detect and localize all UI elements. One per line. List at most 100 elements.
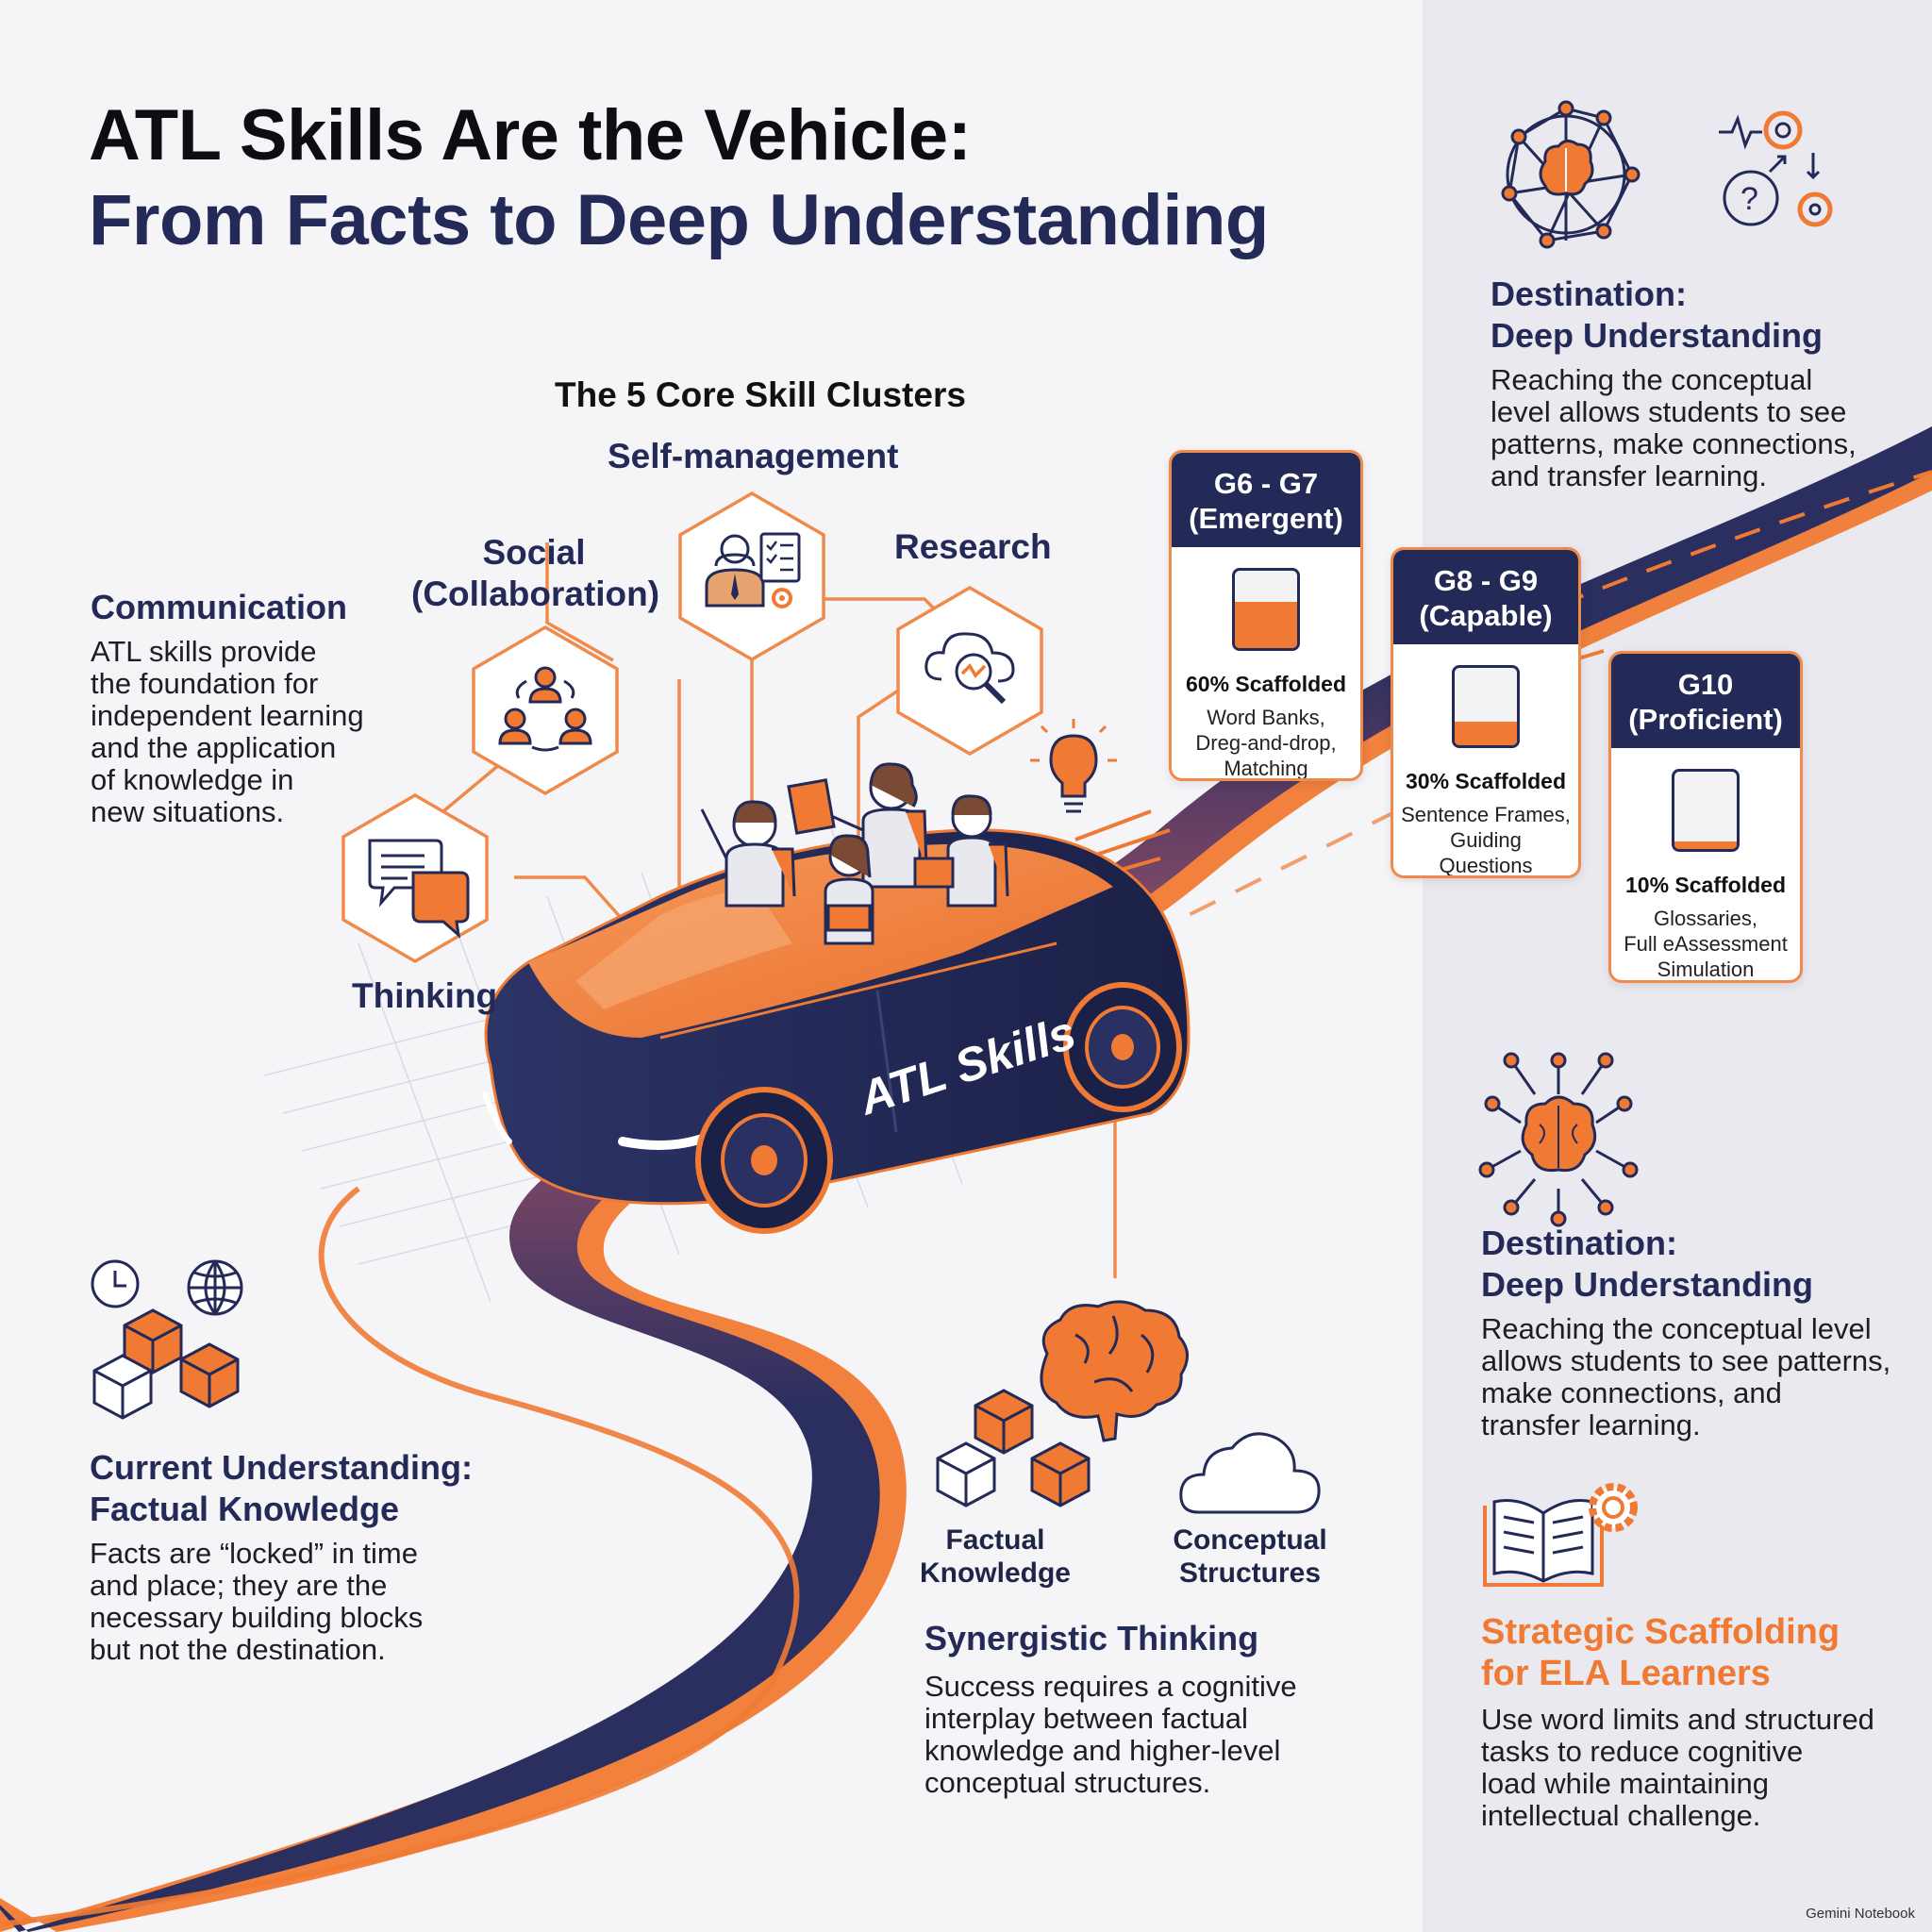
- grade-card-g8-g9: G8 - G9 (Capable) 30% Scaffolded Sentenc…: [1391, 547, 1581, 878]
- current-understanding-section: Current Understanding: Factual Knowledge…: [90, 1447, 505, 1666]
- communication-section: Communication ATL skills provide the fou…: [91, 587, 402, 828]
- student-2: [787, 762, 928, 889]
- grade-card-header: G8 - G9 (Capable): [1393, 550, 1578, 644]
- book-gear-icon: [1483, 1483, 1638, 1587]
- destination-top-body-line: level allows students to see: [1491, 395, 1847, 428]
- grade-card-description-line: Word Banks,: [1207, 706, 1325, 729]
- grade-card-level: (Proficient): [1628, 703, 1783, 736]
- current-understanding-body-line: and place; they are the: [90, 1569, 388, 1602]
- conceptual-structures-label-line2: Structures: [1178, 1557, 1322, 1589]
- grade-card-grade: G8 - G9: [1433, 564, 1539, 597]
- strategic-scaffolding-body-line: intellectual challenge.: [1481, 1799, 1761, 1832]
- strategic-scaffolding-body-line: tasks to reduce cognitive: [1481, 1735, 1804, 1768]
- gear-question-icon: ?: [1719, 110, 1833, 227]
- synergistic-thinking-section: Synergistic Thinking Success requires a …: [924, 1618, 1330, 1799]
- grade-card-description-line: Questions: [1439, 854, 1533, 877]
- communication-body-line: the foundation for: [91, 667, 319, 700]
- synergistic-thinking-body-line: Success requires a cognitive: [924, 1670, 1297, 1703]
- grade-card-scaffold-percent: 60% Scaffolded: [1186, 672, 1346, 696]
- grade-card-description: Sentence Frames, Guiding Questions: [1393, 802, 1578, 877]
- grade-card-description: Glossaries, Full eAssessment Simulation: [1611, 906, 1800, 981]
- cluster-label-social-line2: (Collaboration): [411, 575, 660, 613]
- current-understanding-heading-line1: Current Understanding:: [90, 1448, 474, 1487]
- cluster-label-social-line1: Social: [482, 533, 586, 572]
- grade-card-header: G10 (Proficient): [1611, 654, 1800, 748]
- cubes-icon: [936, 1389, 1091, 1507]
- grade-card-description-line: Dreg-and-drop,: [1195, 731, 1337, 755]
- strategic-scaffolding-body: Use word limits and structured tasks to …: [1481, 1704, 1915, 1832]
- grade-card-scaffold-percent: 10% Scaffolded: [1625, 873, 1786, 897]
- car: ATL Skills: [482, 762, 1191, 1234]
- footer-brand: Gemini Notebook: [1806, 1906, 1915, 1922]
- destination-bottom-body-line: Reaching the conceptual level: [1481, 1312, 1872, 1345]
- communication-heading: Communication: [91, 588, 348, 626]
- destination-top-body-line: Reaching the conceptual: [1491, 363, 1813, 396]
- clock-globe-blocks-icon: [91, 1259, 243, 1420]
- factual-knowledge-label-line2: Knowledge: [919, 1557, 1071, 1589]
- car-wheel-front: [695, 1087, 833, 1234]
- scaffold-level-gauge: [1232, 568, 1300, 651]
- hexagon-social: [472, 625, 619, 796]
- scaffold-level-gauge: [1452, 665, 1520, 748]
- current-understanding-heading-line2: Factual Knowledge: [90, 1490, 400, 1528]
- grade-card-description-line: Sentence Frames,: [1401, 803, 1571, 826]
- page-title-line1: ATL Skills Are the Vehicle:: [89, 95, 972, 175]
- communication-body-line: ATL skills provide: [91, 635, 317, 668]
- destination-top-heading-line1: Destination:: [1491, 275, 1688, 313]
- synergistic-thinking-heading: Synergistic Thinking: [924, 1619, 1259, 1657]
- scaffold-level-fill: [1235, 601, 1297, 648]
- strategic-scaffolding-heading-line1: Strategic Scaffolding: [1481, 1612, 1840, 1652]
- cloud-icon: [1179, 1432, 1321, 1514]
- strategic-scaffolding-section: Strategic Scaffolding for ELA Learners U…: [1481, 1611, 1915, 1832]
- destination-bottom-body-line: make connections, and: [1481, 1376, 1782, 1409]
- clusters-heading: The 5 Core Skill Clusters: [555, 375, 966, 414]
- destination-top-body-line: and transfer learning.: [1491, 459, 1767, 492]
- synergistic-thinking-body-line: interplay between factual: [924, 1702, 1248, 1735]
- current-understanding-body-line: but not the destination.: [90, 1633, 386, 1666]
- thinking-chat-icon: [368, 839, 470, 939]
- grade-card-scaffold-percent: 30% Scaffolded: [1406, 769, 1566, 793]
- svg-text:?: ?: [1740, 181, 1758, 217]
- cluster-label-social: Social (Collaboration): [411, 532, 660, 615]
- scaffold-level-gauge: [1672, 769, 1740, 852]
- brain-icon: [1040, 1300, 1189, 1442]
- research-icon: [924, 632, 1015, 705]
- factual-knowledge-label: Factual Knowledge: [906, 1524, 1085, 1590]
- synergistic-thinking-body: Success requires a cognitive interplay b…: [924, 1671, 1330, 1799]
- grade-card-description-line: Simulation: [1657, 958, 1755, 981]
- destination-top-body: Reaching the conceptual level allows stu…: [1491, 364, 1906, 492]
- destination-top-body-line: patterns, make connections,: [1491, 427, 1857, 460]
- social-collaboration-icon: [498, 666, 592, 752]
- grade-card-g10: G10 (Proficient) 10% Scaffolded Glossari…: [1608, 651, 1803, 983]
- communication-body-line: new situations.: [91, 795, 285, 828]
- strategic-scaffolding-body-line: Use word limits and structured: [1481, 1703, 1874, 1736]
- brain-network-icon-2: [1478, 1052, 1639, 1227]
- self-management-icon: [705, 532, 801, 608]
- cluster-label-self-management: Self-management: [608, 437, 899, 475]
- conceptual-structures-label: Conceptual Structures: [1156, 1524, 1344, 1590]
- conceptual-structures-label-line1: Conceptual: [1173, 1524, 1327, 1556]
- cluster-label-research: Research: [894, 527, 1052, 566]
- student-1: [700, 800, 796, 908]
- grade-card-level: (Capable): [1419, 599, 1553, 632]
- grade-card-description: Word Banks, Dreg-and-drop, Matching: [1172, 705, 1360, 780]
- factual-knowledge-label-line1: Factual: [945, 1524, 1045, 1556]
- grade-card-description-line: Matching: [1224, 757, 1308, 780]
- current-understanding-body-line: necessary building blocks: [90, 1601, 424, 1634]
- communication-body-line: independent learning: [91, 699, 364, 732]
- brain-network-icon: [1501, 100, 1641, 249]
- destination-bottom-body: Reaching the conceptual level allows stu…: [1481, 1313, 1915, 1441]
- grade-card-grade: G6 - G7: [1213, 467, 1319, 500]
- student-4: [913, 794, 1009, 908]
- destination-bottom-body-line: allows students to see patterns,: [1481, 1344, 1891, 1377]
- grade-card-description-line: Glossaries,: [1653, 907, 1758, 930]
- communication-body: ATL skills provide the foundation for in…: [91, 636, 402, 828]
- scaffold-level-fill: [1455, 722, 1517, 745]
- grade-card-description-line: Full eAssessment: [1624, 932, 1788, 956]
- destination-top-heading-line2: Deep Understanding: [1491, 316, 1824, 355]
- synergistic-thinking-body-line: conceptual structures.: [924, 1766, 1211, 1799]
- destination-bottom-body-line: transfer learning.: [1481, 1408, 1701, 1441]
- students: [700, 762, 1009, 945]
- strategic-scaffolding-body-line: load while maintaining: [1481, 1767, 1770, 1800]
